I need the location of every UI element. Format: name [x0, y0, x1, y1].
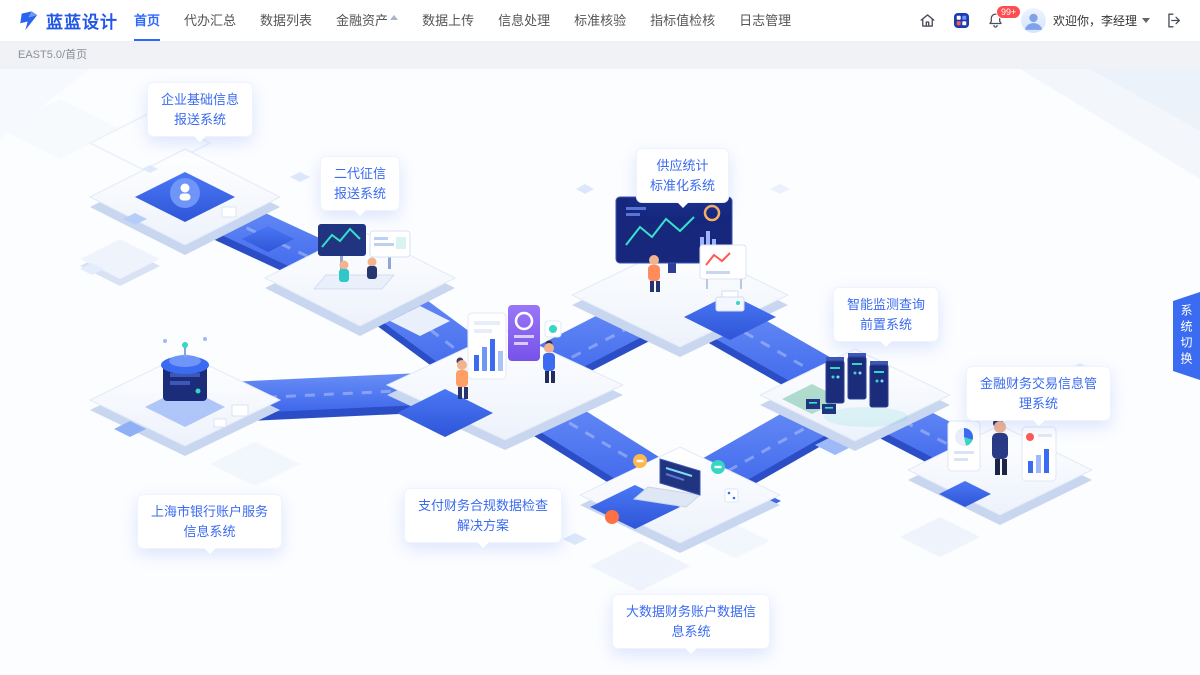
logo-text: 蓝蓝设计	[46, 13, 118, 32]
main-nav: 首页 代办汇总 数据列表 金融资产 数据上传 信息处理 标准核验 指标值检核 日…	[134, 0, 815, 41]
systems-illustration	[0, 69, 1200, 591]
system-label-intelligent-monitoring[interactable]: 智能监测查询 前置系统	[833, 287, 940, 347]
system-label-bigdata-account-info[interactable]: 大数据财务账户数据信 息系统	[612, 594, 771, 654]
home-icon[interactable]	[918, 11, 937, 30]
background-shapes	[0, 69, 1200, 179]
system-label-supply-statistics[interactable]: 供应统计 标准化系统	[636, 148, 730, 208]
nav-item-financial-assets-label: 金融资产	[336, 13, 389, 28]
platform-shanghai-bank-account	[88, 337, 282, 456]
platform-supply-statistics	[570, 196, 790, 357]
platform-enterprise-basic-info	[88, 148, 282, 255]
platform-payment-compliance	[385, 305, 625, 450]
system-label-enterprise-basic-info[interactable]: 企业基础信息 报送系统	[147, 82, 254, 142]
platform-intelligent-monitoring	[758, 348, 952, 451]
top-bar-actions: 99+ 欢迎你，李经理	[903, 5, 1184, 33]
top-nav-bar: 蓝蓝设计 首页 代办汇总 数据列表 金融资产 数据上传 信息处理 标准核验 指标…	[0, 0, 1200, 41]
dashboard-icon[interactable]	[952, 11, 971, 30]
avatar[interactable]	[1020, 8, 1046, 33]
nav-item-data-list[interactable]: 数据列表	[260, 13, 313, 28]
logo[interactable]: 蓝蓝设计	[18, 8, 118, 33]
platform-financial-transaction-mgmt	[906, 418, 1094, 525]
breadcrumb[interactable]: EAST5.0/首页	[0, 41, 1200, 69]
nav-item-info-processing[interactable]: 信息处理	[498, 13, 551, 28]
system-label-second-gen-credit[interactable]: 二代征信 报送系统	[320, 156, 401, 216]
nav-item-log-management[interactable]: 日志管理	[739, 13, 792, 28]
nav-item-financial-assets[interactable]: 金融资产	[336, 0, 399, 41]
nav-item-todo-summary[interactable]: 代办汇总	[184, 13, 237, 28]
logo-icon	[20, 10, 38, 30]
user-greeting[interactable]: 欢迎你，李经理	[1052, 14, 1137, 28]
notification-badge: 99+	[995, 5, 1022, 19]
nav-item-indicator-check[interactable]: 指标值检核	[650, 13, 716, 28]
avatar-person-icon	[1025, 13, 1042, 30]
caret-up-icon	[390, 14, 399, 20]
logout-icon[interactable]	[1165, 11, 1184, 30]
caret-down-icon[interactable]	[1142, 18, 1150, 23]
system-label-payment-compliance[interactable]: 支付财务合规数据检查 解决方案	[404, 488, 563, 548]
nav-item-data-upload[interactable]: 数据上传	[422, 13, 475, 28]
platform-second-gen-credit	[263, 224, 457, 336]
nav-item-home[interactable]: 首页	[134, 0, 161, 41]
nav-item-standard-check[interactable]: 标准核验	[574, 13, 627, 28]
systems-map: 企业基础信息 报送系统 二代征信 报送系统 供应统计 标准化系统 智能监测查询 …	[0, 69, 1200, 675]
system-label-financial-transaction-mgmt[interactable]: 金融财务交易信息管 理系统	[966, 366, 1112, 426]
system-switch-tab[interactable]: 系统切换	[1173, 292, 1200, 380]
system-label-shanghai-bank-account[interactable]: 上海市银行账户服务 信息系统	[137, 494, 283, 554]
platform-bigdata-account-info	[578, 446, 782, 553]
notifications[interactable]: 99+	[986, 5, 1022, 30]
